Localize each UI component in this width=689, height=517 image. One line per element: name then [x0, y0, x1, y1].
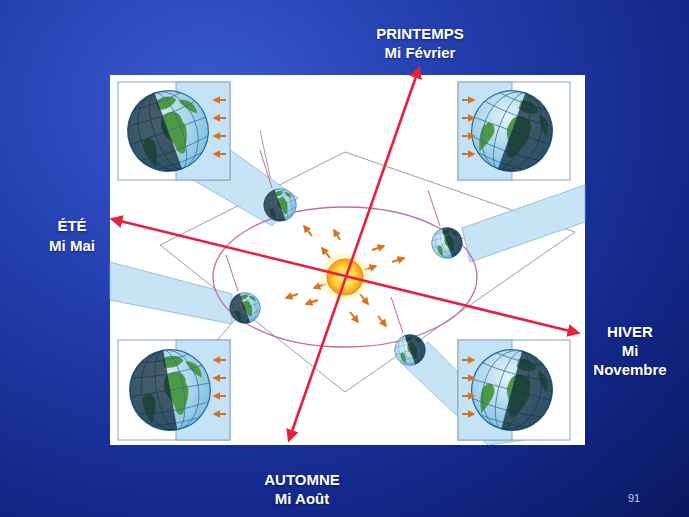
page-number: 91 — [619, 489, 649, 508]
season-date: Mi Février — [350, 43, 490, 62]
season-date: Mi Août — [232, 489, 372, 508]
season-name: PRINTEMPS — [350, 24, 490, 43]
season-name: HIVER — [580, 322, 680, 341]
season-date: Mi Novembre — [590, 341, 670, 379]
season-date: Mi Mai — [22, 236, 122, 255]
season-name: ÉTÉ — [22, 216, 122, 235]
season-name: AUTOMNE — [232, 470, 372, 489]
